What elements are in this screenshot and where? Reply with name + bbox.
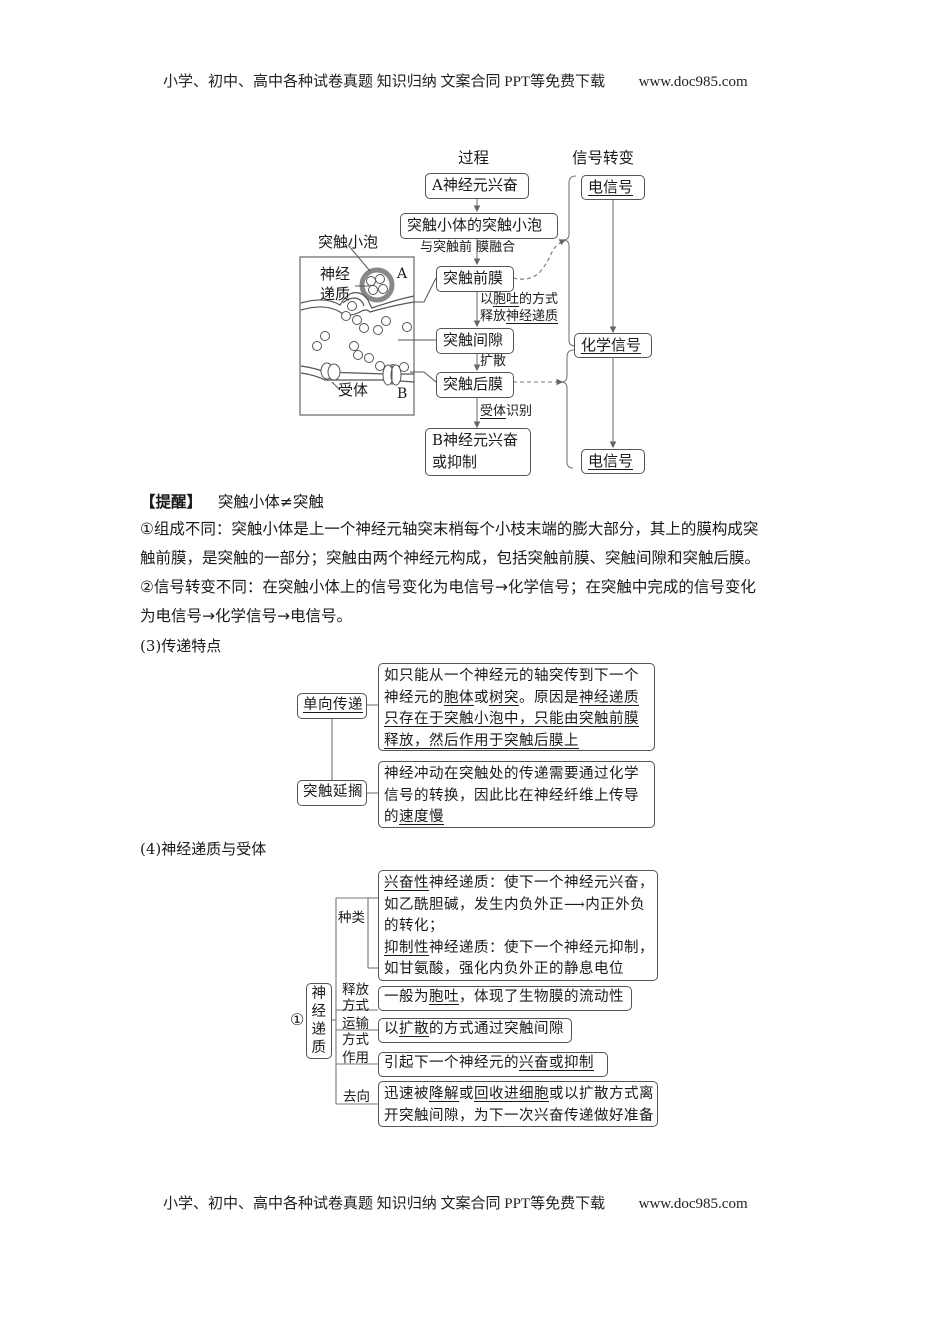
branch-desc-fate: 迅速被降解或回收进细胞或以扩散方式离开突触间隙，为下一次兴奋传递做好准备 bbox=[378, 1081, 658, 1127]
reminder-title-line: 【提醒】 突触小体≠突触 bbox=[140, 488, 324, 517]
label-receptor: 受体 bbox=[338, 381, 369, 399]
desc-line: 以扩散的方式通过突触间隙 bbox=[384, 1021, 564, 1037]
label-neurotransmitter-1: 神经 bbox=[320, 265, 351, 283]
edge-label-release-1: 以胞吐的方式 bbox=[480, 292, 559, 307]
reminder-title: 【提醒】 bbox=[140, 493, 203, 511]
desc-line: 一般为胞吐，体现了生物膜的流动性 bbox=[384, 989, 624, 1005]
desc-line: 如甘氨酸，强化内负外正的静息电位 bbox=[384, 961, 624, 977]
section-4-marker: ① bbox=[290, 1010, 305, 1029]
branch-desc-types: 兴奋性神经递质：使下一个神经元兴奋， 如乙酰胆碱，发生内负外正⟶内正外负的转化； 抑… bbox=[378, 870, 658, 981]
desc-line: 神经冲动在突触处的传递需要通过化学 bbox=[384, 766, 639, 782]
desc-line: 的速度慢 bbox=[384, 809, 444, 825]
branch-label-function: 作用 bbox=[342, 1050, 369, 1066]
step-neuron-b-response: B神经元兴奋 或抑制 bbox=[425, 428, 531, 476]
branch-label-fate: 去向 bbox=[343, 1089, 370, 1105]
signal-electrical-1: 电信号 bbox=[581, 175, 645, 200]
desc-line: 如只能从一个神经元的轴突传到下一个 bbox=[384, 668, 639, 684]
desc-line: 迅速被降解或回收进细胞或以扩散方式离 bbox=[384, 1086, 654, 1102]
desc-line: 抑制性神经递质：使下一个神经元抑制， bbox=[384, 939, 654, 956]
footer-text: 小学、初中、高中各种试卷真题 知识归纳 文案合同 PPT等免费下载 bbox=[163, 1196, 606, 1212]
column-header-signal: 信号转变 bbox=[572, 149, 635, 167]
section-4-heading: (4)神经递质与受体 bbox=[140, 840, 267, 858]
label-neuron-a: A bbox=[397, 266, 408, 282]
step-postsynaptic-membrane: 突触后膜 bbox=[436, 372, 514, 398]
desc-line: 信号的转换，因此比在神经纤维上传导 bbox=[384, 787, 639, 804]
feature-desc-synaptic-delay: 神经冲动在突触处的传递需要通过化学信号的转换，因此比在神经纤维上传导的速度慢 bbox=[378, 761, 655, 828]
branch-label-types: 种类 bbox=[338, 910, 365, 926]
desc-line: 的转化； bbox=[384, 918, 444, 934]
branch-desc-transport: 以扩散的方式通过突触间隙 bbox=[378, 1018, 572, 1043]
desc-line: 开突触间隙，为下一次兴奋传递做好准备 bbox=[384, 1107, 654, 1124]
desc-line: 神经元的胞体或树突。原因是神经递质 bbox=[384, 689, 639, 706]
desc-line: 引起下一个神经元的兴奋或抑制 bbox=[384, 1055, 594, 1071]
step-neuron-a-excited: A神经元兴奋 bbox=[425, 173, 529, 199]
branch-desc-function: 引起下一个神经元的兴奋或抑制 bbox=[378, 1052, 608, 1077]
feature-label-synaptic-delay: 突触延搁 bbox=[297, 780, 367, 806]
header-text: 小学、初中、高中各种试卷真题 知识归纳 文案合同 PPT等免费下载 bbox=[163, 74, 606, 90]
feature-desc-one-way: 如只能从一个神经元的轴突传到下一个神经元的胞体或树突。原因是神经递质只存在于突触… bbox=[378, 663, 655, 751]
reminder-point1-line2: 触前膜，是突触的一部分；突触由两个神经元构成，包括突触前膜、突触间隙和突触后膜。 bbox=[140, 549, 761, 567]
branch-label-transport-1: 运输 bbox=[342, 1016, 369, 1032]
branch-desc-release: 一般为胞吐，体现了生物膜的流动性 bbox=[378, 986, 632, 1011]
header-url: www.doc985.com bbox=[638, 74, 748, 90]
branch-label-release-2: 方式 bbox=[342, 998, 369, 1014]
label-synaptic-vesicle: 突触小泡 bbox=[318, 233, 379, 251]
reminder-point1-line1: ①组成不同：突触小体是上一个神经元轴突末梢每个小枝末端的膨大部分，其上的膜构成突 bbox=[140, 520, 759, 538]
reminder-point2-line1: ②信号转变不同：在突触小体上的信号变化为电信号→化学信号；在突触中完成的信号变化 bbox=[140, 578, 756, 596]
desc-line: 只存在于突触小泡中，只能由突触前膜 bbox=[384, 711, 639, 727]
reminder-point2-line2: 为电信号→化学信号→电信号。 bbox=[140, 607, 352, 625]
page-header: 小学、初中、高中各种试卷真题 知识归纳 文案合同 PPT等免费下载 www.do… bbox=[163, 70, 748, 91]
desc-line: 释放，然后作用于突触后膜上 bbox=[384, 732, 579, 749]
edge-label-recognize: 受体识别 bbox=[480, 404, 533, 419]
signal-electrical-2: 电信号 bbox=[581, 449, 645, 474]
edge-label-release-2: 释放神经递质 bbox=[480, 309, 559, 324]
section-3-heading: (3)传递特点 bbox=[140, 637, 222, 655]
step-synaptic-cleft: 突触间隙 bbox=[436, 328, 514, 354]
reminder-subtitle: 突触小体≠突触 bbox=[217, 493, 324, 511]
label-neurotransmitter-2: 递质 bbox=[320, 285, 351, 303]
label-neuron-b: B bbox=[397, 386, 408, 402]
step-presynaptic-membrane: 突触前膜 bbox=[436, 266, 514, 292]
step-synaptic-vesicle: 突触小体的突触小泡 bbox=[400, 213, 558, 239]
diagram-connectors bbox=[299, 175, 617, 469]
desc-line: 如乙酰胆碱，发生内负外正⟶内正外负 bbox=[384, 896, 646, 913]
feature-label-one-way: 单向传递 bbox=[297, 693, 367, 719]
edge-label-fuse: 与突触前 膜融合 bbox=[420, 240, 516, 255]
column-header-process: 过程 bbox=[458, 149, 490, 167]
branch-label-release-1: 释放 bbox=[342, 982, 369, 998]
desc-line: 兴奋性神经递质：使下一个神经元兴奋， bbox=[384, 875, 654, 891]
signal-chemical: 化学信号 bbox=[574, 333, 652, 358]
footer-url: www.doc985.com bbox=[638, 1196, 748, 1212]
root-neurotransmitter: 神 经 递 质 bbox=[306, 983, 332, 1059]
branch-label-transport-2: 方式 bbox=[342, 1032, 369, 1048]
page-footer: 小学、初中、高中各种试卷真题 知识归纳 文案合同 PPT等免费下载 www.do… bbox=[163, 1192, 748, 1213]
edge-label-diffuse: 扩散 bbox=[480, 354, 507, 369]
